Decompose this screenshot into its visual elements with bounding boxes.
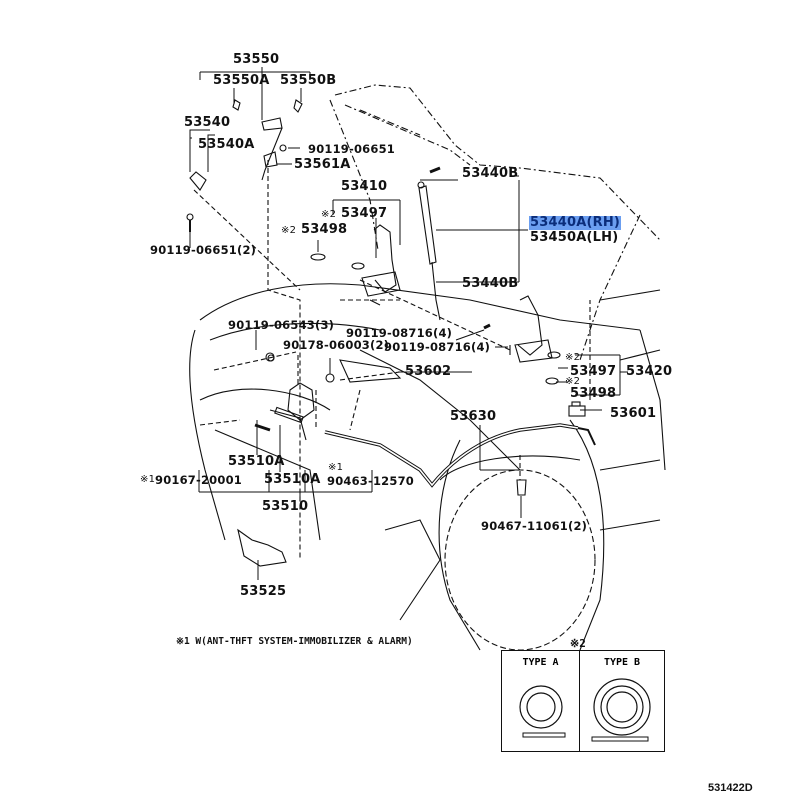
small-fasteners	[186, 99, 527, 567]
washer-type-legend: TYPE A TYPE B	[501, 650, 665, 752]
part-label-90467-11061[interactable]: 90467-11061(2)	[481, 519, 588, 533]
release-lever	[568, 401, 586, 417]
part-label-90178-06003[interactable]: 90178-06003(2)	[283, 338, 390, 352]
note-mark-2: ※2	[281, 225, 297, 236]
legend-type-a: TYPE A	[502, 651, 580, 751]
part-label-53550a[interactable]: 53550A	[213, 73, 270, 88]
part-label-90119-06543[interactable]: 90119-06543(3)	[228, 318, 335, 332]
part-label-53602[interactable]: 53602	[405, 364, 452, 379]
release-cable	[324, 423, 596, 488]
part-label-53550b[interactable]: 53550B	[280, 73, 337, 88]
hood-lock-assembly	[254, 352, 402, 441]
note-mark-2: ※2	[321, 209, 337, 220]
part-label-53440b-top[interactable]: 53440B	[462, 166, 519, 181]
washer-type-b-icon	[591, 678, 651, 742]
part-label-53440b-bottom[interactable]: 53440B	[462, 276, 519, 291]
note-mark-2: ※2	[565, 376, 581, 387]
part-label-53440a-rh-selected[interactable]: 53440A(RH)	[529, 215, 622, 230]
hood-hinge-lh	[310, 224, 401, 306]
part-label-53601[interactable]: 53601	[610, 406, 657, 421]
part-label-53561a[interactable]: 53561A	[294, 157, 351, 172]
part-label-53497[interactable]: 53497	[341, 206, 388, 221]
part-label-90119-08716-a[interactable]: 90119-08716(4)	[346, 326, 453, 340]
footnote-1: ※1 W(ANT-THFT SYSTEM-IMMOBILIZER & ALARM…	[176, 636, 413, 647]
part-label-53510[interactable]: 53510	[262, 499, 309, 514]
leader-lines	[189, 67, 628, 580]
part-label-90119-06651-qty2[interactable]: 90119-06651(2)	[150, 243, 257, 257]
part-label-53497-right[interactable]: 53497	[570, 364, 617, 379]
legend-mark-2: ※2	[570, 637, 586, 650]
part-label-53498-right[interactable]: 53498	[570, 386, 617, 401]
note-mark-1: ※1	[140, 474, 156, 485]
part-label-53525[interactable]: 53525	[240, 584, 287, 599]
diagram-reference-number: 531422D	[708, 782, 753, 794]
part-label-53498[interactable]: 53498	[301, 222, 348, 237]
legend-type-a-label: TYPE A	[522, 657, 559, 668]
note-mark-2: ※2	[565, 352, 581, 363]
part-label-53540a[interactable]: 53540A	[198, 137, 255, 152]
part-label-53420[interactable]: 53420	[626, 364, 673, 379]
part-label-53450a-lh[interactable]: 53450A(LH)	[530, 230, 619, 245]
part-label-53550[interactable]: 53550	[233, 52, 280, 67]
dashed-connectors	[193, 160, 591, 560]
legend-type-b-label: TYPE B	[603, 657, 641, 668]
part-label-90463-12570[interactable]: 90463-12570	[327, 474, 414, 488]
part-label-53510a-1[interactable]: 53510A	[228, 454, 285, 469]
part-label-53410[interactable]: 53410	[341, 179, 388, 194]
part-label-53630[interactable]: 53630	[450, 409, 497, 424]
part-label-90119-08716-b[interactable]: 90119-08716(4)	[384, 340, 491, 354]
hood-support-rod	[417, 166, 441, 321]
note-mark-1: ※1	[328, 462, 344, 473]
legend-type-b: TYPE B	[580, 651, 664, 751]
hood-hinge-rh	[514, 295, 561, 385]
washer-type-a-icon	[519, 685, 566, 738]
part-label-90167-20001[interactable]: 90167-20001	[155, 473, 242, 487]
part-label-53510a-2[interactable]: 53510A	[264, 472, 321, 487]
part-label-53540[interactable]: 53540	[184, 115, 231, 130]
part-label-90119-06651[interactable]: 90119-06651	[308, 142, 395, 156]
